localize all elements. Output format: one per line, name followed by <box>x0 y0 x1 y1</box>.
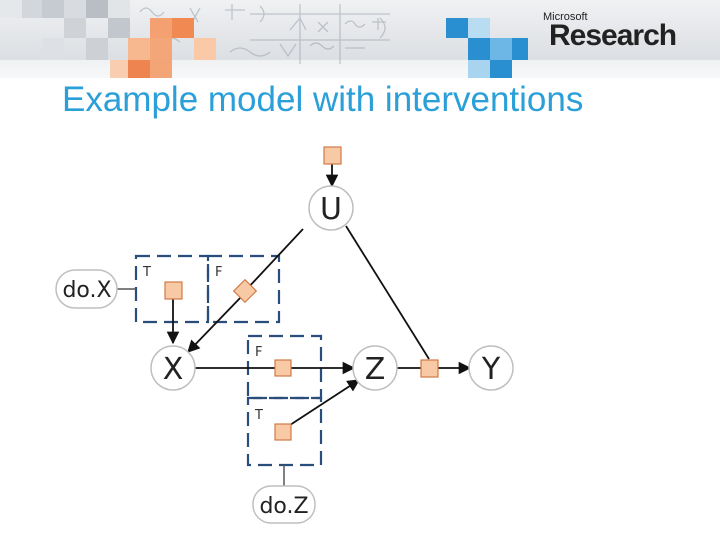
edge-U-to-factor-Y <box>345 225 430 360</box>
gate-label-doX-false: F <box>215 265 222 280</box>
factor-prior-U <box>323 146 342 165</box>
factor-doZ-false <box>274 359 292 377</box>
factor-doX-true <box>164 281 183 300</box>
edge-gate-F-to-X <box>187 295 243 353</box>
gate-box-doX-false <box>206 254 281 324</box>
gate-factor-doX-false <box>232 278 258 304</box>
edge-factor-T-to-Z <box>289 379 361 426</box>
node-U <box>308 185 354 231</box>
page-title: Example model with interventions <box>62 80 584 119</box>
edges <box>166 164 472 426</box>
logo-company: Microsoft <box>543 11 588 23</box>
node-Z-label: Z <box>365 352 386 387</box>
edge-U-to-gate-F <box>245 228 304 291</box>
gate-label-doX-true: T <box>142 265 151 280</box>
header-banner: Microsoft Research <box>0 0 720 78</box>
factor-doZ-true <box>274 423 292 441</box>
factor-Y <box>420 359 439 378</box>
node-Z <box>352 345 398 391</box>
gate-label-doZ-false: F <box>255 345 262 360</box>
gate-label-doZ-true: T <box>254 408 263 423</box>
variable-nodes <box>55 185 514 524</box>
node-X <box>150 345 196 391</box>
header-graphic: Microsoft Research <box>0 0 720 78</box>
node-X-label: X <box>163 352 184 387</box>
node-Y-label: Y <box>481 352 501 387</box>
node-doX <box>55 269 118 309</box>
node-U-label: U <box>320 192 342 227</box>
intervention-connectors <box>113 288 285 486</box>
node-doX-label: do.X <box>62 278 111 303</box>
factors <box>164 146 439 441</box>
node-doZ-label: do.Z <box>259 494 308 519</box>
node-Y <box>468 345 514 391</box>
node-doZ <box>252 485 316 524</box>
logo-division: Research <box>549 19 676 52</box>
gate-box-doZ-false <box>246 334 323 400</box>
header-squares <box>0 0 528 78</box>
